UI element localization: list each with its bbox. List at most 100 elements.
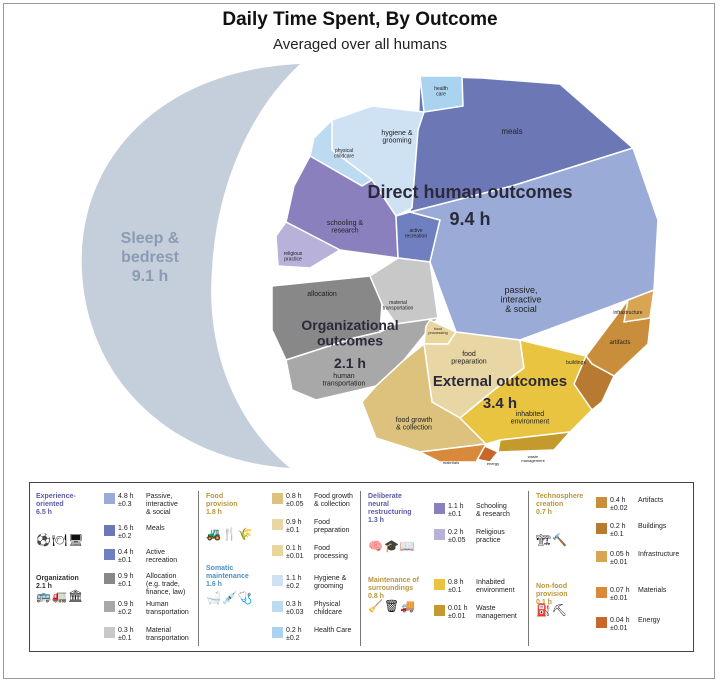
legend-divider	[198, 491, 199, 646]
legend-group-experience-oriented-6-5-h: Experience- oriented 6.5 h	[36, 493, 76, 516]
legend-group-maintenance-of-surroundings-0-8-h: Maintenance of surroundings 0.8 h	[368, 577, 419, 600]
legend-value-inhabited-environment: 0.8 h ±0.1	[448, 579, 464, 594]
legend-value-food-processing: 0.1 h ±0.01	[286, 545, 304, 560]
legend-group-icons: ⛽⛏	[536, 603, 569, 617]
cell-waste-management	[497, 431, 571, 453]
legend-label-meals: Meals	[146, 525, 165, 532]
group-label-external: External outcomes	[433, 373, 567, 390]
legend-value-food-preparation: 0.9 h ±0.1	[286, 519, 302, 534]
cell-label-schooling-research: schooling &research	[327, 220, 364, 234]
legend-swatch-food-preparation	[272, 519, 283, 530]
legend-value-materials: 0.07 h ±0.01	[610, 587, 630, 602]
legend-label-waste-management: Waste management	[476, 605, 517, 620]
legend-group-icons: 🚜🍴🌾	[206, 527, 254, 541]
legend-swatch-materials	[596, 587, 607, 598]
legend-swatch-buildings	[596, 523, 607, 534]
legend-label-physical-childcare: Physical childcare	[314, 601, 343, 616]
chart-subtitle: Averaged over all humans	[273, 36, 447, 53]
cell-religious-practice	[275, 221, 341, 269]
legend-value-hygiene-grooming: 1.1 h ±0.2	[286, 575, 302, 590]
legend-swatch-allocation-e-g-trade-finance-law	[104, 573, 115, 584]
legend-value-physical-childcare: 0.3 h ±0.03	[286, 601, 304, 616]
legend-group-icons: ⚽🍽🖥	[36, 533, 85, 547]
legend-group-icons: 🚌🚛🏛	[36, 589, 85, 603]
legend-label-food-processing: Food processing	[314, 545, 348, 560]
cell-label-hygiene-grooming: hygiene &grooming	[381, 130, 412, 144]
legend-group-food-provision-1-8-h: Food provision 1.8 h	[206, 493, 238, 516]
legend-swatch-schooling-research	[434, 503, 445, 514]
legend-value-waste-management: 0.01 h ±0.01	[448, 605, 468, 620]
legend-group-organization-2-1-h: Organization 2.1 h	[36, 575, 79, 590]
legend-divider	[528, 491, 529, 646]
label-sleep-bedrest: Sleep &	[121, 230, 180, 247]
legend-label-buildings: Buildings	[638, 523, 667, 530]
group-label-direct: Direct human outcomes	[367, 182, 572, 202]
legend-swatch-food-processing	[272, 545, 283, 556]
legend-swatch-human-transportation	[104, 601, 115, 612]
cell-label-passive-interactive-social: passive,interactive& social	[500, 285, 541, 314]
group-value-external: 3.4 h	[483, 395, 517, 412]
legend-box: Experience- oriented 6.5 h ⚽🍽🖥 Organizatio…	[29, 482, 694, 652]
legend-label-artifacts: Artifacts	[638, 497, 664, 504]
legend-swatch-energy	[596, 617, 607, 628]
cell-human-transportation	[285, 317, 439, 401]
legend-label-inhabited-environment: Inhabited environment	[476, 579, 515, 594]
cell-sleep-bedrest	[81, 64, 300, 468]
legend-label-hygiene-grooming: Hygiene & grooming	[314, 575, 347, 590]
legend-label-human-transportation: Human transportation	[146, 601, 189, 616]
legend-value-meals: 1.6 h ±0.2	[118, 525, 134, 540]
legend-swatch-inhabited-environment	[434, 579, 445, 590]
group-value-org: 2.1 h	[334, 355, 366, 371]
legend-value-material-transportation: 0.3 h ±0.1	[118, 627, 134, 642]
cell-label-energy: energy	[487, 461, 499, 466]
legend-label-food-growth-collection: Food growth & collection	[314, 493, 353, 508]
legend-swatch-hygiene-grooming	[272, 575, 283, 586]
legend-swatch-infrastructure	[596, 551, 607, 562]
legend-group-somatic-maintenance-1-6-h: Somatic maintenance 1.6 h	[206, 565, 249, 588]
cell-label-materials: materials	[443, 460, 459, 465]
legend-group-icons: 🏗🔨	[536, 533, 569, 547]
cell-label-allocation: allocation	[307, 291, 337, 298]
legend-value-active-recreation: 0.4 h ±0.1	[118, 549, 134, 564]
legend-label-health-care: Health Care	[314, 627, 352, 634]
legend-label-infrastructure: Infrastructure	[638, 551, 680, 558]
legend-group-non-food-provision-0-1-h: Non-food provision 0.1 h	[536, 583, 568, 606]
legend-group-icons: 🛁💉🩺	[206, 591, 254, 605]
legend-value-food-growth-collection: 0.8 h ±0.05	[286, 493, 304, 508]
legend-value-artifacts: 0.4 h ±0.02	[610, 497, 628, 512]
legend-swatch-active-recreation	[104, 549, 115, 560]
legend-swatch-meals	[104, 525, 115, 536]
cell-label-infrastructure: infrastructure	[613, 310, 642, 316]
legend-label-schooling-research: Schooling & research	[476, 503, 510, 518]
legend-group-icons: 🧠🎓📖	[368, 539, 416, 553]
legend-value-allocation-e-g-trade-finance-law: 0.9 h ±0.1	[118, 573, 134, 588]
legend-label-energy: Energy	[638, 617, 661, 624]
legend-divider	[360, 491, 361, 646]
label-sleep-bedrest-line2: bedrest	[121, 249, 179, 266]
legend-label-materials: Materials	[638, 587, 667, 594]
legend-label-religious-practice: Religious practice	[476, 529, 505, 544]
cell-health-care	[419, 75, 464, 113]
chart-title: Daily Time Spent, By Outcome	[222, 9, 498, 30]
legend-value-religious-practice: 0.2 h ±0.05	[448, 529, 466, 544]
legend-group-icons: 🧹🗑🚚	[368, 599, 417, 613]
legend-label-passive-interactive-social: Passive, interactive & social	[146, 493, 178, 516]
legend-swatch-material-transportation	[104, 627, 115, 638]
legend-value-buildings: 0.2 h ±0.1	[610, 523, 626, 538]
legend-swatch-waste-management	[434, 605, 445, 616]
legend-group-technosphere-creation-0-7-h: Technosphere creation 0.7 h	[536, 493, 584, 516]
legend-label-food-preparation: Food preparation	[314, 519, 350, 534]
legend-value-passive-interactive-social: 4.8 h ±0.3	[118, 493, 134, 508]
legend-swatch-artifacts	[596, 497, 607, 508]
